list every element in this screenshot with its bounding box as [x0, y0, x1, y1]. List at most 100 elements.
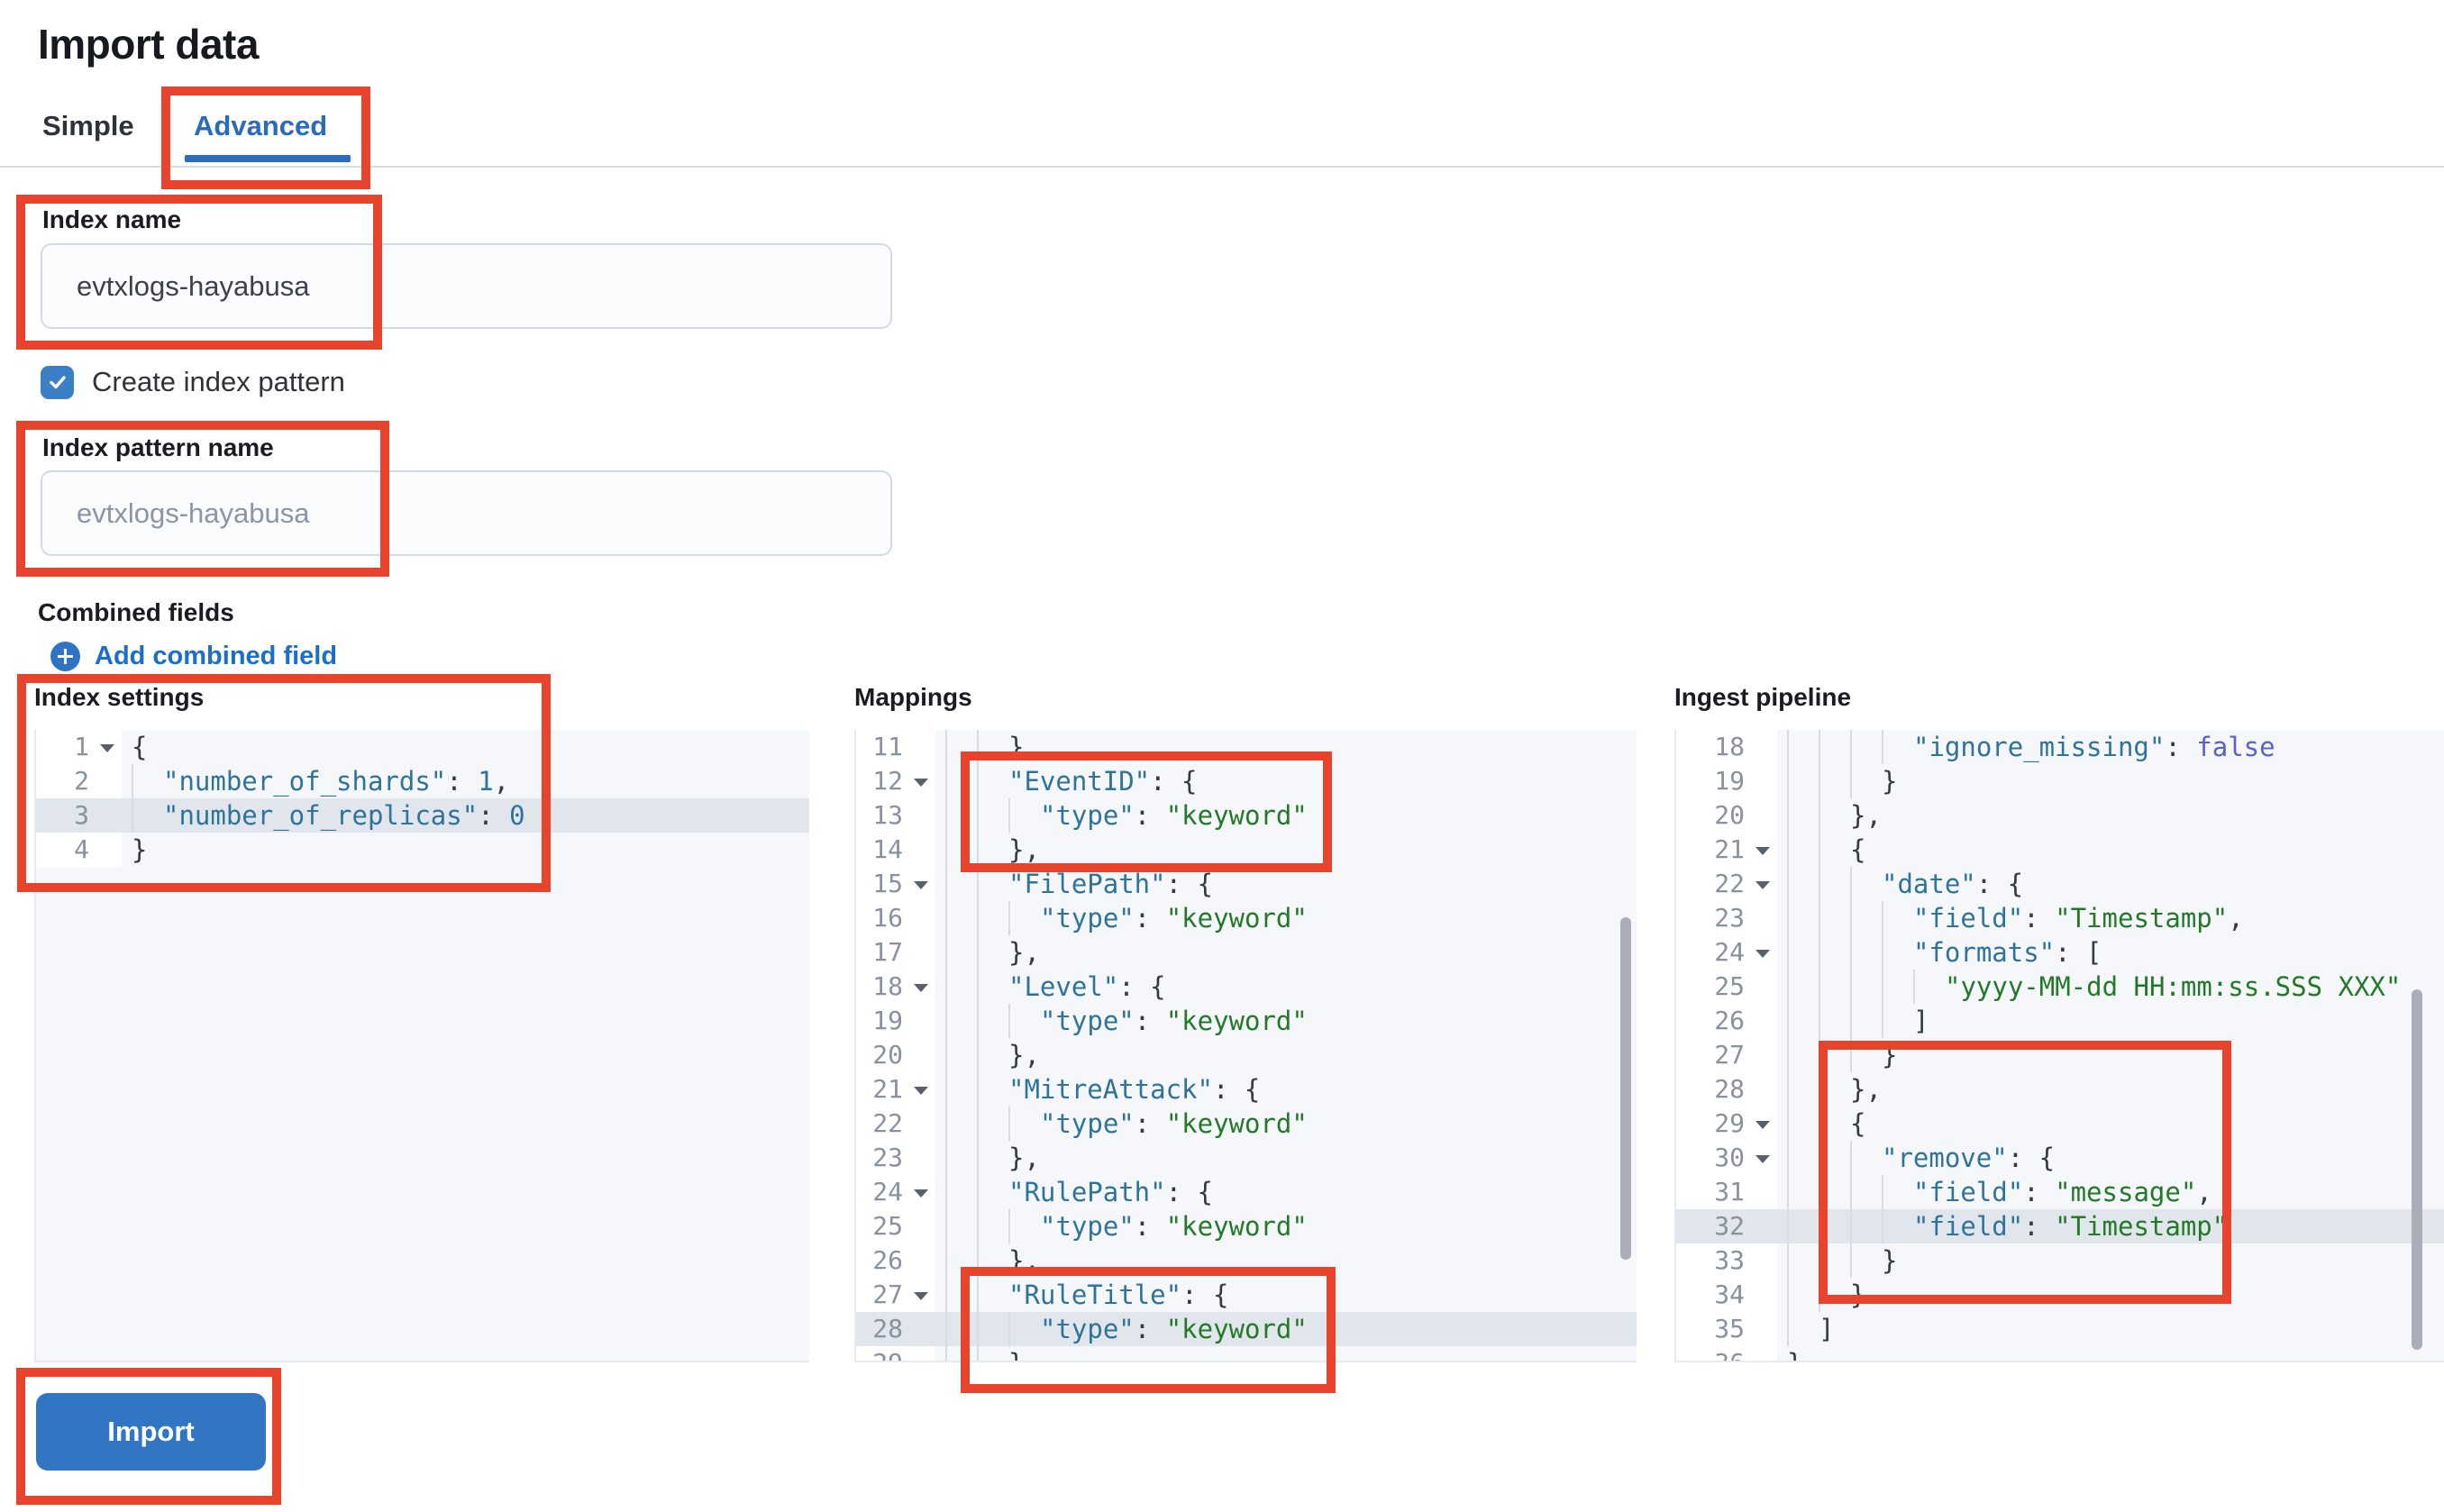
- indent-guide: [977, 1175, 1008, 1209]
- index-pattern-name-input[interactable]: [41, 470, 892, 556]
- code-line-33: 33}: [1676, 1243, 2444, 1278]
- indent-guide: [1819, 1004, 1850, 1038]
- indent-guide: [977, 1038, 1008, 1072]
- indent-guide: [1008, 1312, 1040, 1346]
- indent-guide: [945, 970, 977, 1004]
- code-line-27: 27}: [1676, 1038, 2444, 1072]
- indent-guide: [945, 730, 977, 764]
- indent-guide: [977, 1004, 1008, 1038]
- fold-arrow-icon[interactable]: [914, 984, 928, 992]
- indent-guide: [1850, 1038, 1882, 1072]
- indent-guide: [977, 1209, 1008, 1243]
- code-line-1: 1{: [36, 730, 809, 764]
- indent-guide: [945, 935, 977, 970]
- fold-arrow-icon[interactable]: [100, 744, 114, 752]
- code-line-20: 20},: [1676, 798, 2444, 833]
- fold-arrow-icon[interactable]: [1755, 881, 1770, 889]
- code-line-35: 35]: [1676, 1312, 2444, 1346]
- indent-guide: [977, 1312, 1008, 1346]
- indent-guide: [1819, 833, 1850, 867]
- indent-guide: [1819, 1038, 1850, 1072]
- indent-guide: [132, 798, 163, 833]
- code-editor-index-settings[interactable]: 1{2"number_of_shards": 1,3"number_of_rep…: [34, 730, 809, 1362]
- tab-advanced[interactable]: Advanced: [194, 110, 328, 141]
- header-divider: [0, 166, 2444, 168]
- indent-guide: [1819, 867, 1850, 901]
- code-line-16: 16"type": "keyword": [856, 901, 1637, 935]
- fold-arrow-icon[interactable]: [914, 1087, 928, 1095]
- code-line-18: 18"Level": {: [856, 970, 1637, 1004]
- indent-guide: [1787, 1004, 1819, 1038]
- code-line-3: 3"number_of_replicas": 0: [36, 798, 809, 833]
- plus-icon: [50, 642, 80, 671]
- code-line-26: 26},: [856, 1243, 1637, 1278]
- tab-simple[interactable]: Simple: [42, 110, 134, 141]
- ingest-pipeline-label: Ingest pipeline: [1674, 683, 1852, 711]
- scrollbar-thumb[interactable]: [2412, 989, 2422, 1350]
- indent-guide: [1819, 1072, 1850, 1107]
- indent-guide: [1819, 1107, 1850, 1141]
- indent-guide: [1008, 1209, 1040, 1243]
- scrollbar-thumb[interactable]: [1620, 917, 1631, 1260]
- indent-guide: [1819, 901, 1850, 935]
- indent-guide: [1819, 1278, 1850, 1312]
- indent-guide: [1882, 970, 1913, 1004]
- indent-guide: [945, 1004, 977, 1038]
- indent-guide: [1819, 1243, 1850, 1278]
- index-name-input[interactable]: [41, 243, 892, 329]
- indent-guide: [1850, 867, 1882, 901]
- indent-guide: [1787, 798, 1819, 833]
- indent-guide: [977, 1107, 1008, 1141]
- code-editor-mappings[interactable]: 11},12"EventID": {13"type": "keyword"14}…: [854, 730, 1637, 1362]
- indent-guide: [977, 935, 1008, 970]
- import-button[interactable]: Import: [36, 1393, 266, 1471]
- indent-guide: [1787, 970, 1819, 1004]
- code-line-31: 31"field": "message",: [1676, 1175, 2444, 1209]
- code-line-19: 19}: [1676, 764, 2444, 798]
- fold-arrow-icon[interactable]: [1755, 1155, 1770, 1163]
- indent-guide: [1850, 1243, 1882, 1278]
- indent-guide: [1787, 1209, 1819, 1243]
- fold-arrow-icon[interactable]: [1755, 950, 1770, 958]
- indent-guide: [1787, 1243, 1819, 1278]
- code-line-26: 26]: [1676, 1004, 2444, 1038]
- indent-guide: [945, 867, 977, 901]
- code-line-22: 22"type": "keyword": [856, 1107, 1637, 1141]
- code-line-17: 17},: [856, 935, 1637, 970]
- indent-guide: [1850, 1004, 1882, 1038]
- code-line-23: 23},: [856, 1141, 1637, 1175]
- indent-guide: [945, 1209, 977, 1243]
- indent-guide: [1787, 1038, 1819, 1072]
- indent-guide: [1850, 935, 1882, 970]
- code-line-34: 34}: [1676, 1278, 2444, 1312]
- fold-arrow-icon[interactable]: [914, 1189, 928, 1198]
- fold-arrow-icon[interactable]: [914, 881, 928, 889]
- indent-guide: [1787, 730, 1819, 764]
- indent-guide: [977, 1278, 1008, 1312]
- page-title: Import data: [38, 21, 259, 68]
- fold-arrow-icon[interactable]: [914, 1292, 928, 1300]
- code-line-20: 20},: [856, 1038, 1637, 1072]
- indent-guide: [1819, 1209, 1850, 1243]
- code-line-25: 25"type": "keyword": [856, 1209, 1637, 1243]
- indent-guide: [1819, 970, 1850, 1004]
- create-index-pattern-checkbox[interactable]: [41, 365, 74, 399]
- indent-guide: [1787, 901, 1819, 935]
- fold-arrow-icon[interactable]: [1755, 1121, 1770, 1129]
- code-line-32: 32"field": "Timestamp": [1676, 1209, 2444, 1243]
- indent-guide: [1787, 833, 1819, 867]
- indent-guide: [1819, 1141, 1850, 1175]
- fold-arrow-icon[interactable]: [1755, 847, 1770, 855]
- mappings-label: Mappings: [854, 683, 972, 711]
- indent-guide: [1850, 1209, 1882, 1243]
- indent-guide: [1850, 901, 1882, 935]
- tab-advanced-underline: [185, 155, 351, 162]
- indent-guide: [1787, 764, 1819, 798]
- indent-guide: [1850, 970, 1882, 1004]
- indent-guide: [945, 1312, 977, 1346]
- add-combined-field-link[interactable]: Add combined field: [50, 642, 337, 671]
- indent-guide: [1819, 798, 1850, 833]
- indent-guide: [132, 764, 163, 798]
- fold-arrow-icon[interactable]: [914, 779, 928, 787]
